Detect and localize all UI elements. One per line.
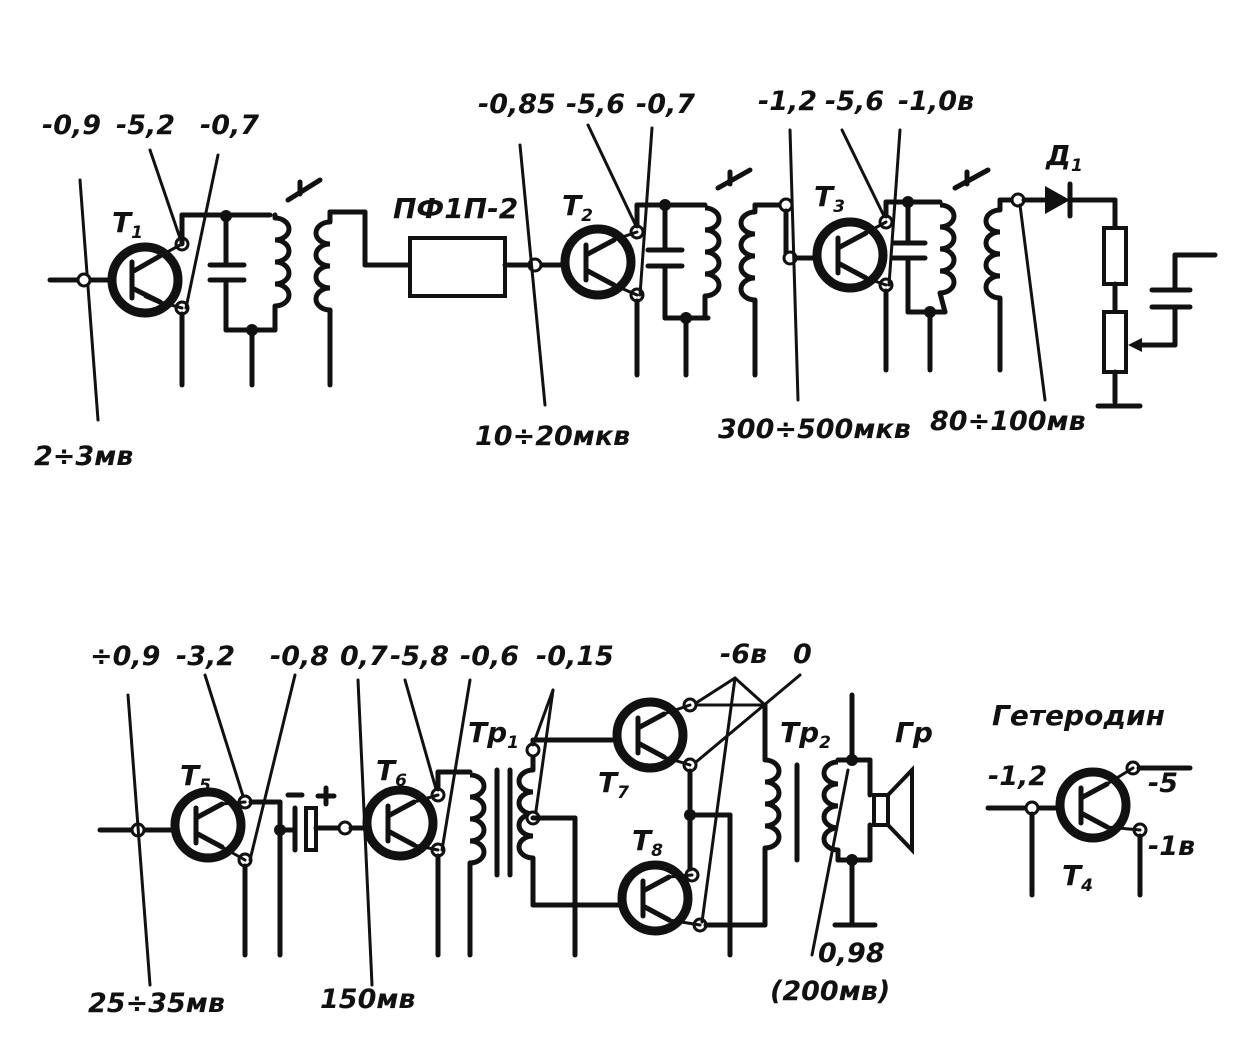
transistor-t5: [170, 787, 246, 863]
label-t3-emitter-voltage: -1,0в: [898, 86, 974, 117]
filter-block: [408, 236, 507, 298]
label-t2: Т2: [562, 189, 593, 226]
transistor-t6: [362, 785, 438, 861]
stage-t5: [97, 673, 345, 987]
stage-t2: [560, 123, 794, 378]
stage-t6: [337, 678, 513, 987]
label-t5-signal: 25÷35мв: [88, 988, 225, 1019]
detector: [1021, 181, 1218, 409]
label-t5-emitter-voltage: -0,8: [270, 641, 329, 672]
labels: -0,9 -5,2 -0,7 Т1 ПФ1П-2 -0,85 -5,6 -0,7…: [34, 86, 1195, 1019]
transistor-t3: [812, 217, 888, 293]
label-t8: Т8: [632, 824, 663, 861]
label-t5-collector-voltage: -3,2: [176, 641, 235, 672]
label-t7: Т7: [598, 766, 629, 803]
diode-d1: [1045, 186, 1070, 214]
label-filter-signal: 10÷20мкв: [475, 421, 630, 452]
input-stage-t1: [47, 148, 413, 422]
label-t3: Т3: [814, 180, 845, 217]
filter-pf1p2: [408, 143, 573, 407]
transistor-t1: [107, 242, 183, 318]
label-t1-emitter-voltage: -0,7: [200, 110, 259, 141]
coil-l2: [316, 222, 330, 310]
label-supply-voltage: -6в: [720, 639, 767, 670]
push-pull-output: [519, 673, 914, 958]
label-detector-signal: 80÷100мв: [930, 406, 1086, 437]
label-t6-collector-voltage: -5,8: [390, 641, 449, 672]
transistor-t2: [560, 224, 636, 300]
label-t2-signal: 300÷500мкв: [718, 414, 911, 445]
label-t6-emitter-voltage: -0,6: [460, 641, 519, 672]
label-tr1-tap-voltage: -0,15: [536, 641, 614, 672]
coil-l1: [275, 218, 289, 306]
label-input-signal: 2÷3мв: [34, 441, 133, 472]
label-zero-voltage: 0: [793, 639, 812, 670]
stage-t3: [782, 128, 1047, 402]
loudspeaker: [872, 793, 890, 827]
label-t2-collector-voltage: -5,6: [566, 89, 625, 120]
label-t2-base-voltage: -0,85: [478, 89, 556, 120]
label-t1: Т1: [112, 206, 143, 243]
label-t4-base-voltage: -1,2: [988, 761, 1047, 792]
label-filter: ПФ1П-2: [393, 192, 518, 225]
label-t2-emitter-voltage: -0,7: [636, 89, 695, 120]
label-t1-collector-voltage: -5,2: [116, 110, 175, 141]
label-speaker: Гр: [895, 716, 933, 749]
transistor-t8: [617, 860, 693, 936]
label-t4: Т4: [1062, 859, 1093, 896]
label-t4-emitter-voltage: -1в: [1148, 831, 1195, 862]
label-t4-collector-voltage: -5: [1148, 768, 1178, 799]
resistor-r1: [1102, 226, 1128, 286]
coil-l3: [705, 208, 719, 296]
label-d1: Д1: [1045, 139, 1083, 176]
heterodyne-t4: [985, 760, 1193, 898]
label-t6-base-voltage: 0,7: [340, 641, 388, 672]
label-speaker-voltage: (200мв): [770, 976, 890, 1007]
transistor-t4: [1055, 767, 1131, 843]
label-tr1: Тр1: [468, 716, 519, 753]
label-t5: Т5: [180, 759, 211, 796]
t1-base-node: [76, 272, 92, 288]
transistor-t7: [612, 697, 688, 773]
label-t3-base-voltage: -1,2: [758, 86, 817, 117]
tuning-mark: [285, 177, 323, 203]
label-heterodyne: Гетеродин: [992, 699, 1165, 732]
label-tr2: Тр2: [780, 716, 831, 753]
volume-potentiometer: [1102, 310, 1128, 374]
transformer-tr2-primary: [765, 760, 779, 848]
label-t6: Т6: [376, 754, 407, 791]
label-t3-collector-voltage: -5,6: [825, 86, 884, 117]
label-t6-signal: 150мв: [320, 984, 416, 1015]
label-t5-base-voltage: ÷0,9: [90, 641, 160, 672]
label-speaker-value: 0,98: [818, 938, 885, 969]
label-t1-base-voltage: -0,9: [42, 110, 101, 141]
